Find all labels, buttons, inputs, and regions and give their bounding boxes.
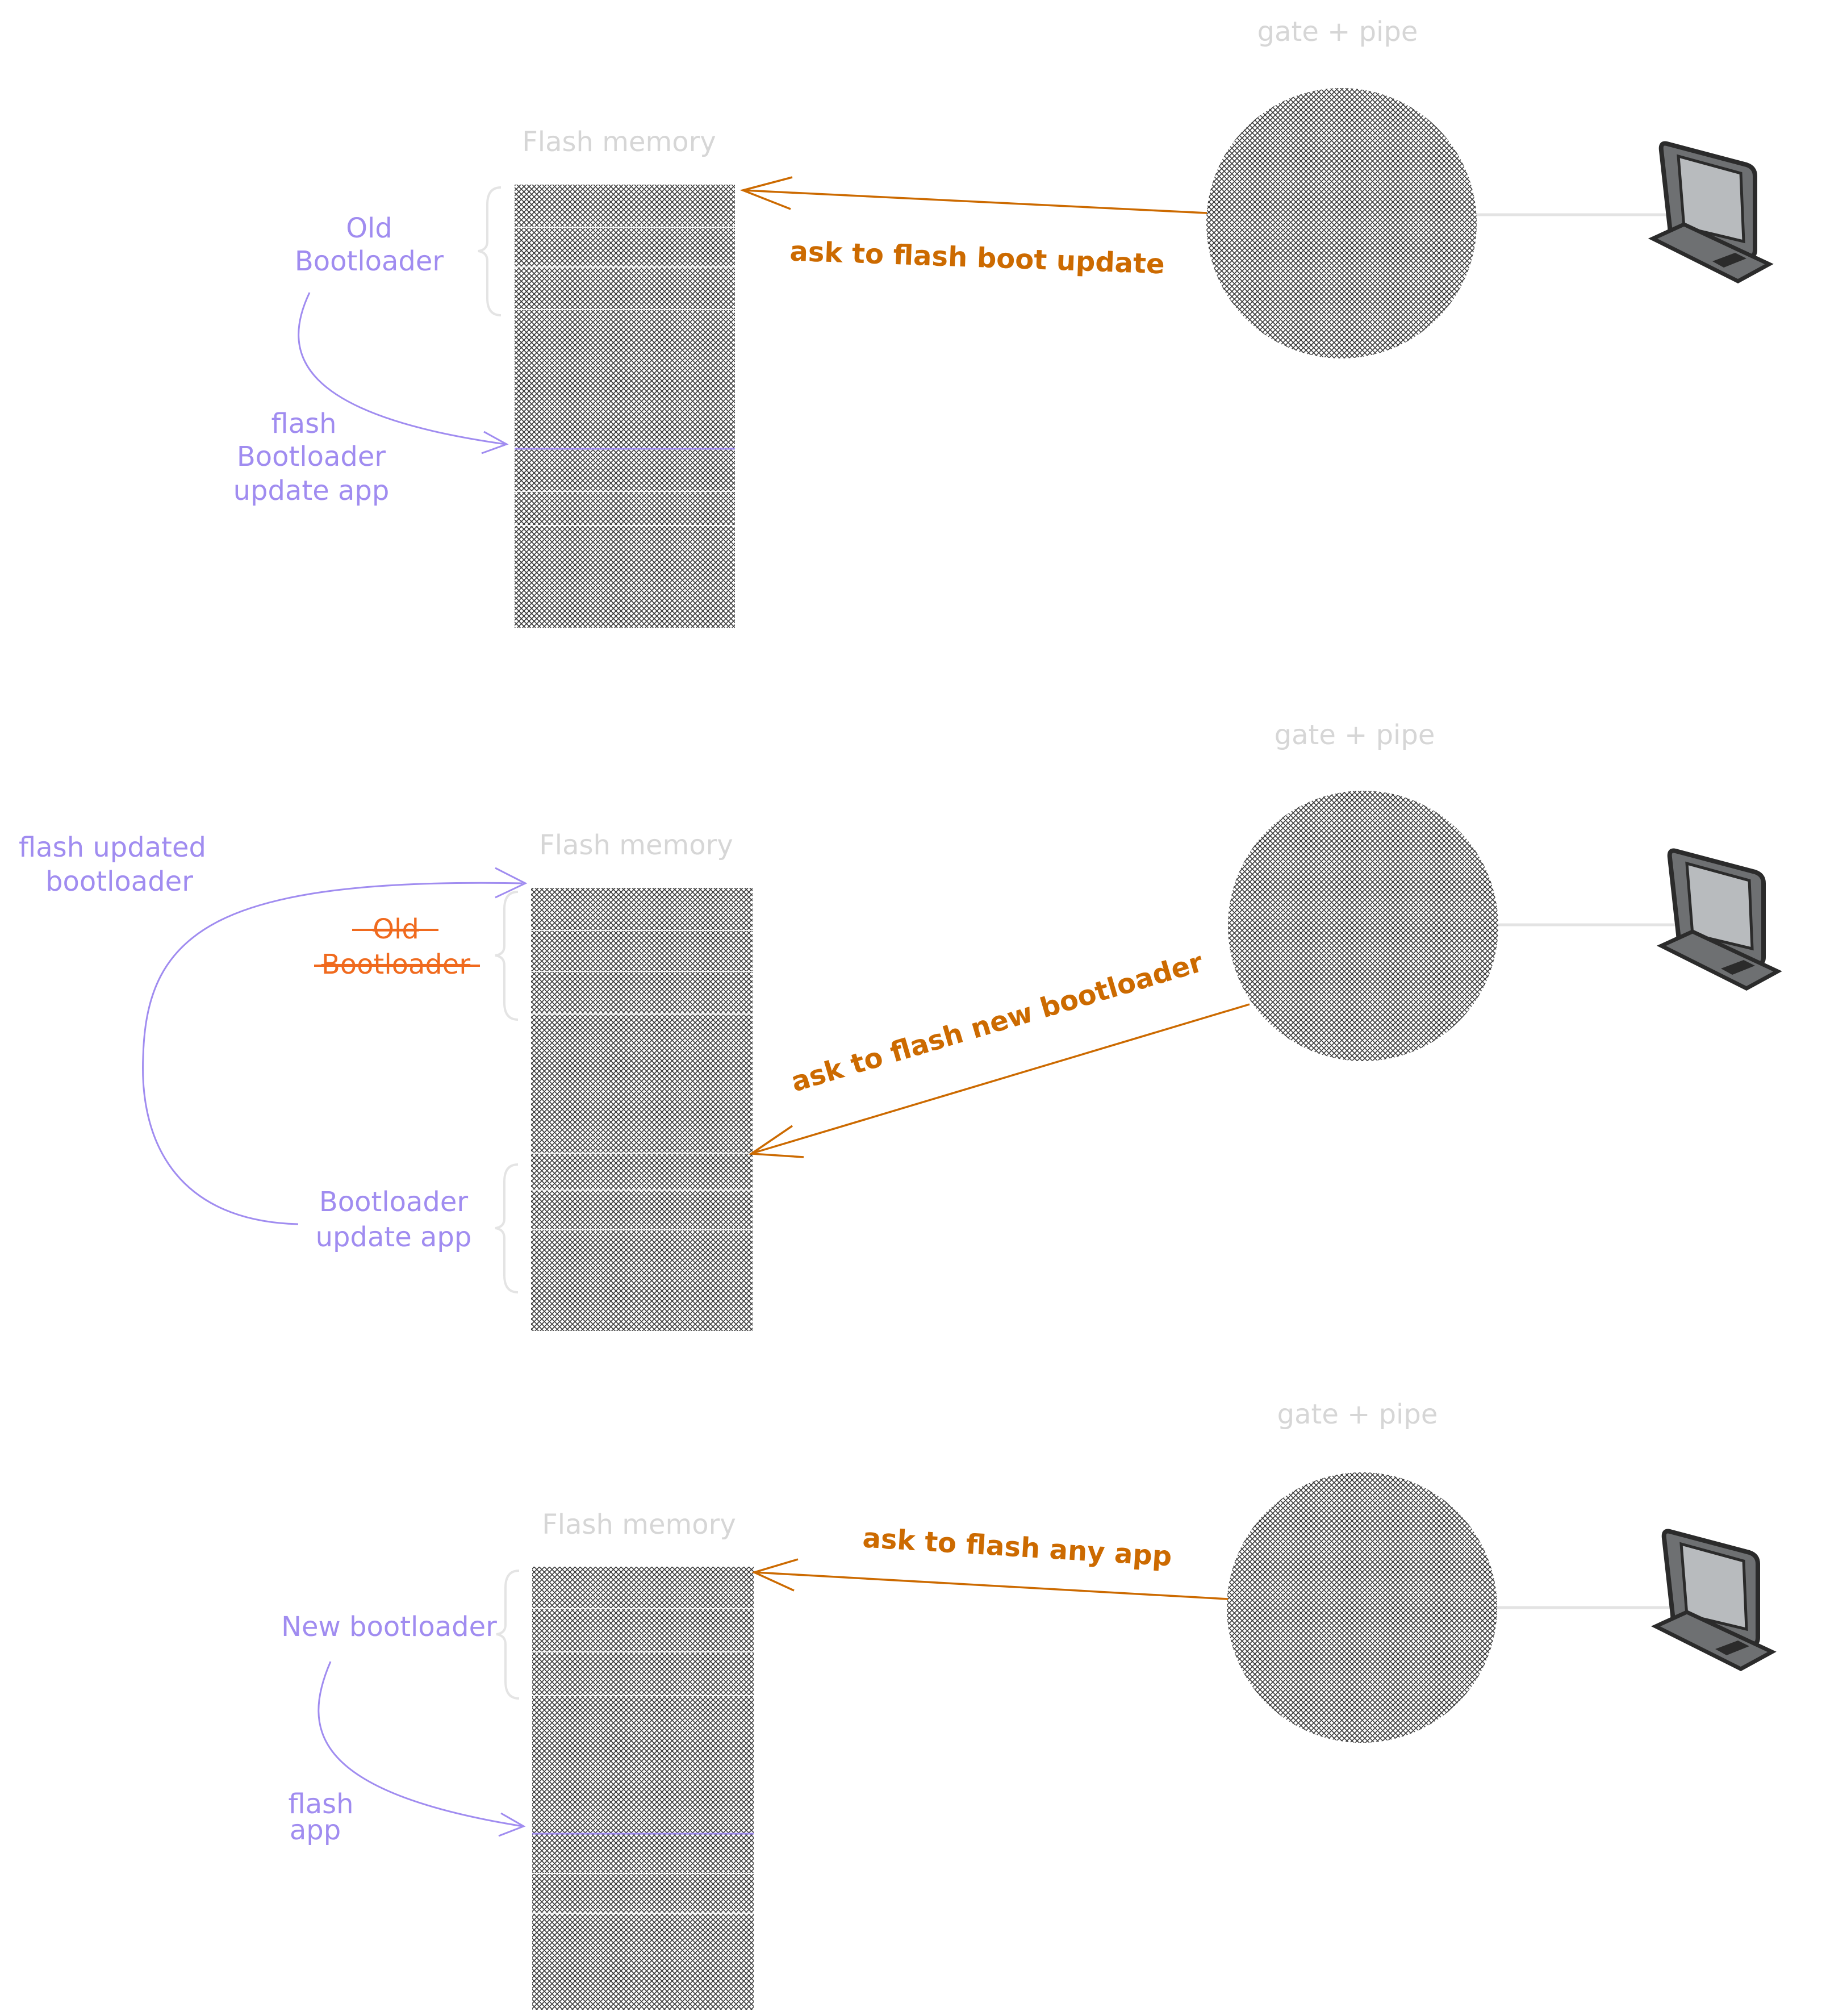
old-bootloader-brace [495, 891, 519, 1021]
request-arrowhead [751, 1558, 799, 1592]
flash-memory-label: Flash memory [542, 1509, 736, 1541]
computer-icon[interactable] [1656, 848, 1782, 991]
request-arrow-label: ask to flash boot update [789, 236, 1165, 281]
new-bootloader-brace [496, 1570, 520, 1700]
flash-memory-block[interactable] [532, 1567, 754, 2010]
computer-icon[interactable] [1650, 1529, 1777, 1671]
new-bootloader-label: New bootloader [281, 1611, 497, 1643]
flash-memory-segment-lines [531, 930, 753, 1230]
request-arrow-label: ask to flash new bootloader [787, 946, 1206, 1099]
gate-label: gate + pipe [1275, 719, 1435, 751]
update-app-label-line-2: update app [316, 1221, 472, 1253]
request-arrow-label: ask to flash any app [862, 1522, 1173, 1572]
flash-app-arrow [317, 1661, 523, 1827]
panel-1: gate + pipe Flash memory Old Bootloader … [233, 16, 1774, 628]
flash-memory-label: Flash memory [539, 829, 733, 861]
flash-updated-arrowhead [495, 867, 528, 899]
flash-memory-block[interactable] [531, 888, 753, 1331]
request-arrowhead [748, 1125, 804, 1158]
old-bootloader-brace [478, 186, 502, 316]
flash-app-label-line-1: flash [271, 408, 336, 440]
flash-app-arrow [298, 292, 506, 445]
flash-memory-label: Flash memory [522, 126, 716, 158]
flash-memory-segment-lines [532, 1608, 754, 1914]
request-arrow [755, 1571, 1229, 1600]
gate-label: gate + pipe [1257, 16, 1418, 48]
old-bootloader-label-line-2: Bootloader [295, 245, 444, 277]
panel-2: gate + pipe Flash memory Old Bootloader … [19, 719, 1782, 1331]
flash-updated-label-line-2: bootloader [45, 866, 193, 898]
flash-app-arrowhead [481, 431, 509, 454]
gate-label: gate + pipe [1277, 1399, 1438, 1430]
flash-updated-label-line-1: flash updated [19, 832, 206, 863]
flash-app-label-line-2: Bootloader [237, 441, 386, 473]
panel-3: gate + pipe Flash memory New bootloader … [281, 1399, 1777, 2010]
computer-icon[interactable] [1648, 141, 1774, 283]
flash-app-label-line-3: update app [233, 475, 390, 507]
update-app-label-line-1: Bootloader [319, 1186, 469, 1218]
gate-pipe-circle[interactable] [1227, 1472, 1497, 1743]
flash-memory-block[interactable] [515, 185, 735, 628]
request-arrow [743, 189, 1207, 214]
request-arrow [752, 1003, 1250, 1154]
flash-memory-segment-lines [515, 227, 735, 526]
gate-pipe-circle[interactable] [1206, 88, 1477, 358]
flash-app-label-line-2: app [290, 1814, 341, 1846]
flash-app-label-line-1: flash [288, 1788, 353, 1820]
request-arrowhead [739, 176, 793, 210]
old-bootloader-label-line-1: Old [346, 212, 392, 244]
gate-pipe-circle[interactable] [1228, 791, 1498, 1061]
update-app-brace [495, 1163, 519, 1293]
flash-updated-arrow [142, 882, 523, 1225]
flash-app-arrowhead [498, 1812, 526, 1837]
